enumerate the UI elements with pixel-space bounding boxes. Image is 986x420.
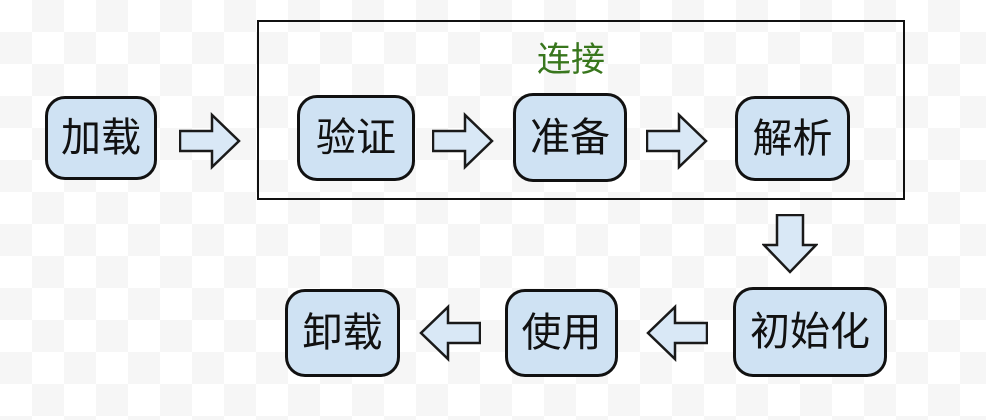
node-load-label: 加载 bbox=[61, 116, 141, 160]
arrow-right-icon bbox=[432, 112, 494, 170]
arrow-left-icon bbox=[419, 304, 481, 362]
arrow-down-icon bbox=[762, 214, 818, 274]
node-use: 使用 bbox=[505, 289, 618, 377]
node-initialize: 初始化 bbox=[733, 287, 887, 377]
arrow-left-icon bbox=[646, 304, 708, 362]
node-use-label: 使用 bbox=[521, 311, 602, 355]
group-label-linking: 连接 bbox=[537, 41, 605, 79]
arrow-right-icon bbox=[179, 112, 241, 170]
node-unload-label: 卸载 bbox=[302, 311, 383, 355]
node-resolve-label: 解析 bbox=[752, 116, 833, 161]
node-prepare: 准备 bbox=[513, 93, 627, 182]
node-unload: 卸载 bbox=[285, 289, 400, 377]
node-verify-label: 验证 bbox=[316, 116, 396, 160]
node-verify: 验证 bbox=[297, 95, 415, 181]
node-load: 加载 bbox=[45, 96, 157, 180]
group-box-linking bbox=[257, 20, 905, 200]
node-resolve: 解析 bbox=[735, 96, 850, 181]
node-prepare-label: 准备 bbox=[530, 115, 610, 160]
arrow-right-icon bbox=[646, 112, 708, 170]
node-initialize-label: 初始化 bbox=[750, 310, 870, 354]
